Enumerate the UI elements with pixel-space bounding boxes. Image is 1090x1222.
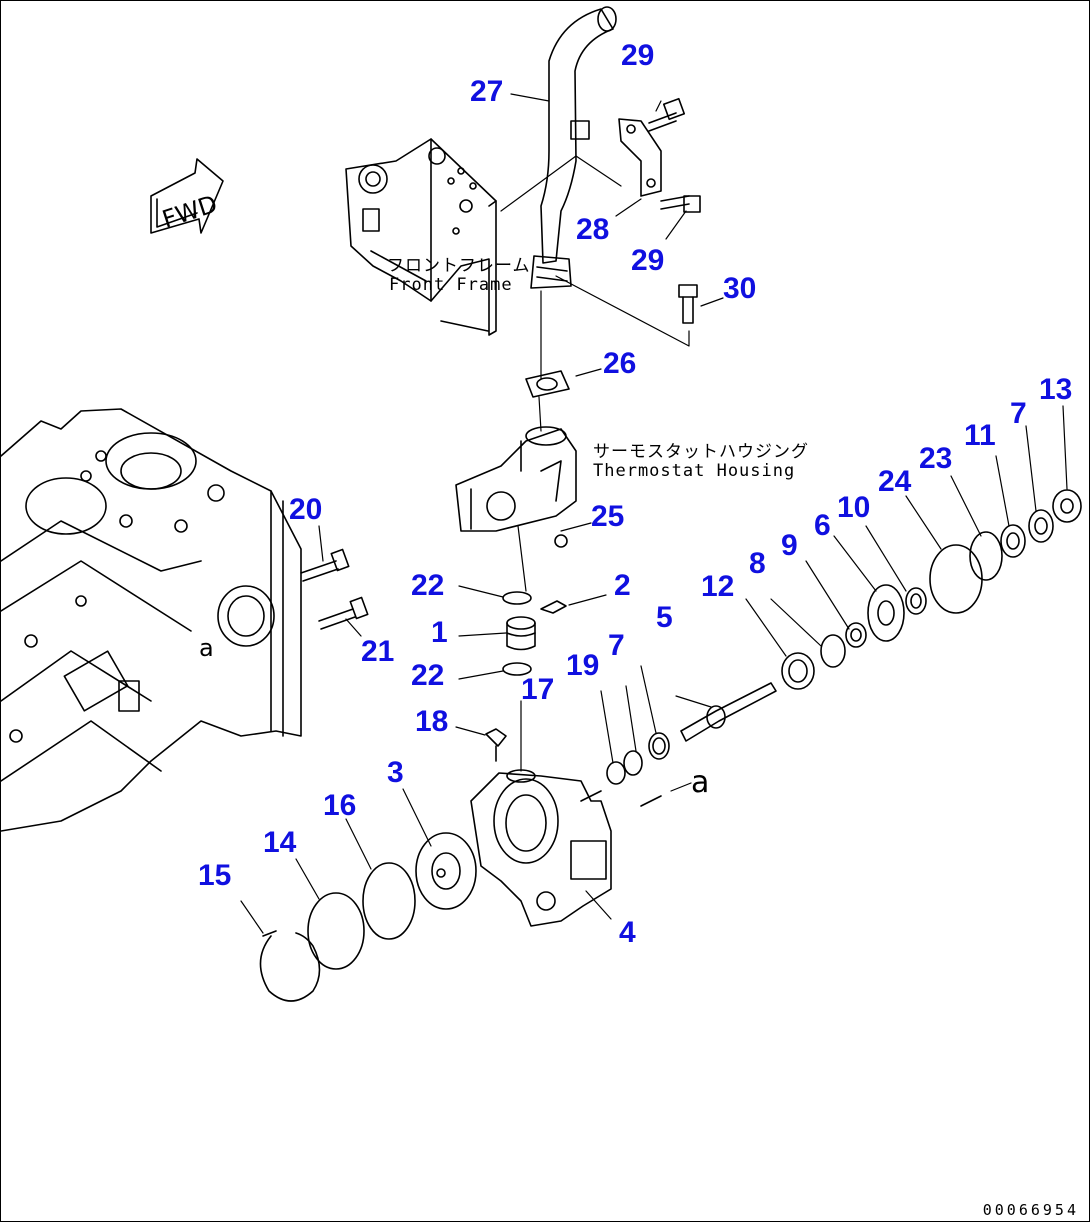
bolt-29-bottom xyxy=(660,195,701,213)
pump-ref-a: a xyxy=(691,765,710,800)
callout-15[interactable]: 15 xyxy=(198,859,232,892)
callout-14[interactable]: 14 xyxy=(263,826,297,859)
bolt-30 xyxy=(678,284,698,324)
bracket-28 xyxy=(618,118,662,197)
callout-17[interactable]: 17 xyxy=(521,673,555,706)
callout-28[interactable]: 28 xyxy=(576,213,610,246)
callout-10[interactable]: 10 xyxy=(837,491,871,524)
callout-6[interactable]: 6 xyxy=(814,509,831,542)
bolt-25 xyxy=(554,534,568,548)
callout-7-right[interactable]: 7 xyxy=(1010,397,1027,430)
o-ring-22-upper xyxy=(502,591,532,605)
bearing-12 xyxy=(781,652,815,690)
impeller-3 xyxy=(415,832,477,910)
gear-6 xyxy=(867,584,905,642)
callout-22-upper[interactable]: 22 xyxy=(411,569,445,602)
water-pump-body-4 xyxy=(470,769,612,927)
callout-29-bottom[interactable]: 29 xyxy=(631,244,665,277)
callout-25[interactable]: 25 xyxy=(591,500,625,533)
callout-30[interactable]: 30 xyxy=(723,272,757,305)
bearing-11 xyxy=(1000,524,1026,558)
bearing-10 xyxy=(905,587,927,615)
callout-11[interactable]: 11 xyxy=(964,419,996,452)
callout-1[interactable]: 1 xyxy=(431,616,448,649)
ring-14 xyxy=(307,892,365,970)
o-ring-22-lower xyxy=(502,662,532,676)
plug-1 xyxy=(506,616,536,651)
callout-3[interactable]: 3 xyxy=(387,756,404,789)
drawing-number: 00066954 xyxy=(982,1201,1079,1219)
snap-ring-15 xyxy=(259,930,321,1002)
callout-26[interactable]: 26 xyxy=(603,347,637,380)
engine-block: a xyxy=(1,408,302,832)
ring-24 xyxy=(929,544,983,614)
spacer-9 xyxy=(845,622,867,648)
callout-29-top[interactable]: 29 xyxy=(621,39,655,72)
bolt-a xyxy=(640,795,662,807)
bolt-29-top xyxy=(648,97,686,132)
callout-16[interactable]: 16 xyxy=(323,789,357,822)
callout-24[interactable]: 24 xyxy=(878,465,912,498)
gasket-26 xyxy=(525,370,570,398)
spring-clip-2 xyxy=(540,600,567,614)
engine-ref-a: a xyxy=(199,634,214,662)
fwd-arrow-label: FWD xyxy=(159,190,221,234)
callout-20[interactable]: 20 xyxy=(289,493,323,526)
snap-ring-8 xyxy=(820,634,846,668)
seal-17 xyxy=(606,761,626,785)
callout-7-left[interactable]: 7 xyxy=(608,629,625,662)
bolt-20 xyxy=(300,548,350,582)
shaft-5 xyxy=(680,682,777,742)
nut-13 xyxy=(1052,489,1082,523)
water-pipe-27 xyxy=(530,6,617,289)
plug-18 xyxy=(485,728,507,762)
front-frame-label-jp: フロントフレーム xyxy=(387,256,531,276)
callout-5[interactable]: 5 xyxy=(656,601,673,634)
seal-7-left xyxy=(648,732,670,760)
seal-19 xyxy=(623,750,643,776)
callout-22-lower[interactable]: 22 xyxy=(411,659,445,692)
callout-19[interactable]: 19 xyxy=(566,649,600,682)
ring-16 xyxy=(362,862,416,940)
seal-7-right xyxy=(1028,509,1054,543)
fwd-arrow-icon: FWD xyxy=(150,158,224,234)
callout-13[interactable]: 13 xyxy=(1039,373,1073,406)
bolt-21 xyxy=(318,596,369,630)
callout-18[interactable]: 18 xyxy=(415,705,449,738)
callout-9[interactable]: 9 xyxy=(781,529,798,562)
thermostat-housing xyxy=(455,426,577,532)
callout-8[interactable]: 8 xyxy=(749,547,766,580)
front-frame-plate xyxy=(345,138,497,336)
ring-23 xyxy=(969,531,1003,581)
thermostat-label-jp: サーモスタットハウジング xyxy=(593,442,809,462)
callout-21[interactable]: 21 xyxy=(361,635,395,668)
callout-2[interactable]: 2 xyxy=(614,569,631,602)
callout-4[interactable]: 4 xyxy=(619,916,636,949)
front-frame-label-en: Front Frame xyxy=(389,275,513,295)
leader-lines xyxy=(240,93,1068,934)
thermostat-label-en: Thermostat Housing xyxy=(593,461,796,481)
callout-23[interactable]: 23 xyxy=(919,442,953,475)
callout-27[interactable]: 27 xyxy=(470,75,504,108)
callout-12[interactable]: 12 xyxy=(701,570,735,603)
